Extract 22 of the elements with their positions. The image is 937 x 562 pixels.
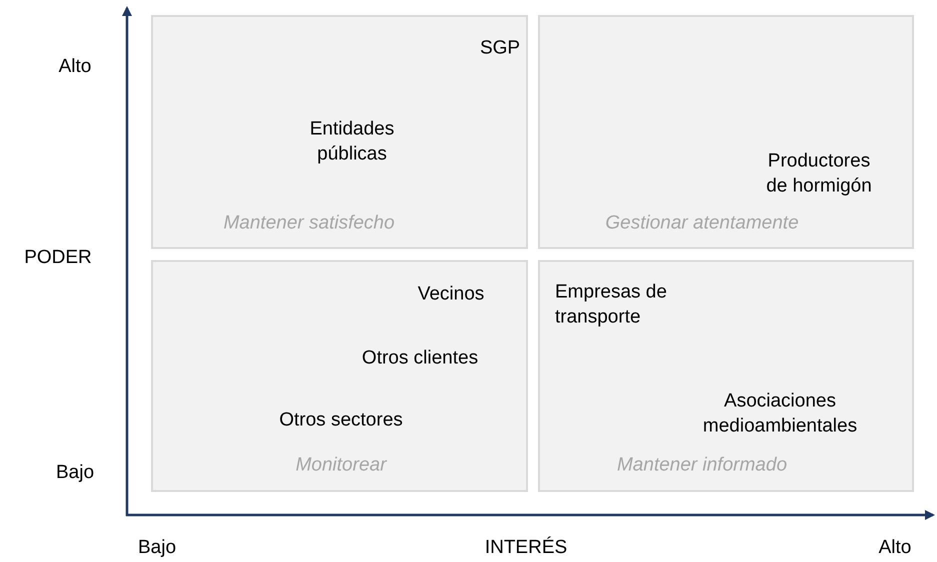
strategy-label: Gestionar atentamente — [605, 212, 799, 236]
strategy-label: Mantener satisfecho — [223, 212, 395, 236]
stakeholder-label: SGP — [480, 36, 520, 61]
stakeholder-label: Otros clientes — [362, 346, 478, 371]
axis-tick-label: Bajo — [138, 537, 176, 559]
axis-tick-label: Alto — [878, 537, 912, 559]
stakeholder-label: Empresas de transporte — [555, 280, 668, 329]
axis-tick-label: Alto — [58, 56, 92, 78]
strategy-label: Mantener informado — [616, 454, 788, 478]
axis-title: INTERÉS — [484, 537, 568, 559]
stakeholder-label: Productores de hormigón — [765, 149, 873, 198]
stakeholder-label: Asociaciones medioambientales — [702, 389, 858, 438]
strategy-label: Monitorear — [296, 454, 386, 478]
quadrant-panel — [151, 260, 528, 492]
quadrant-panel — [538, 260, 914, 492]
quadrant-panel — [151, 15, 528, 249]
stakeholder-label: Vecinos — [418, 282, 484, 307]
axis-tick-label: Bajo — [56, 462, 94, 484]
quadrant-panel — [538, 15, 914, 249]
stakeholder-label: Entidades públicas — [308, 117, 396, 166]
axis-title: PODER — [24, 247, 92, 269]
stakeholder-label: Otros sectores — [279, 408, 403, 433]
